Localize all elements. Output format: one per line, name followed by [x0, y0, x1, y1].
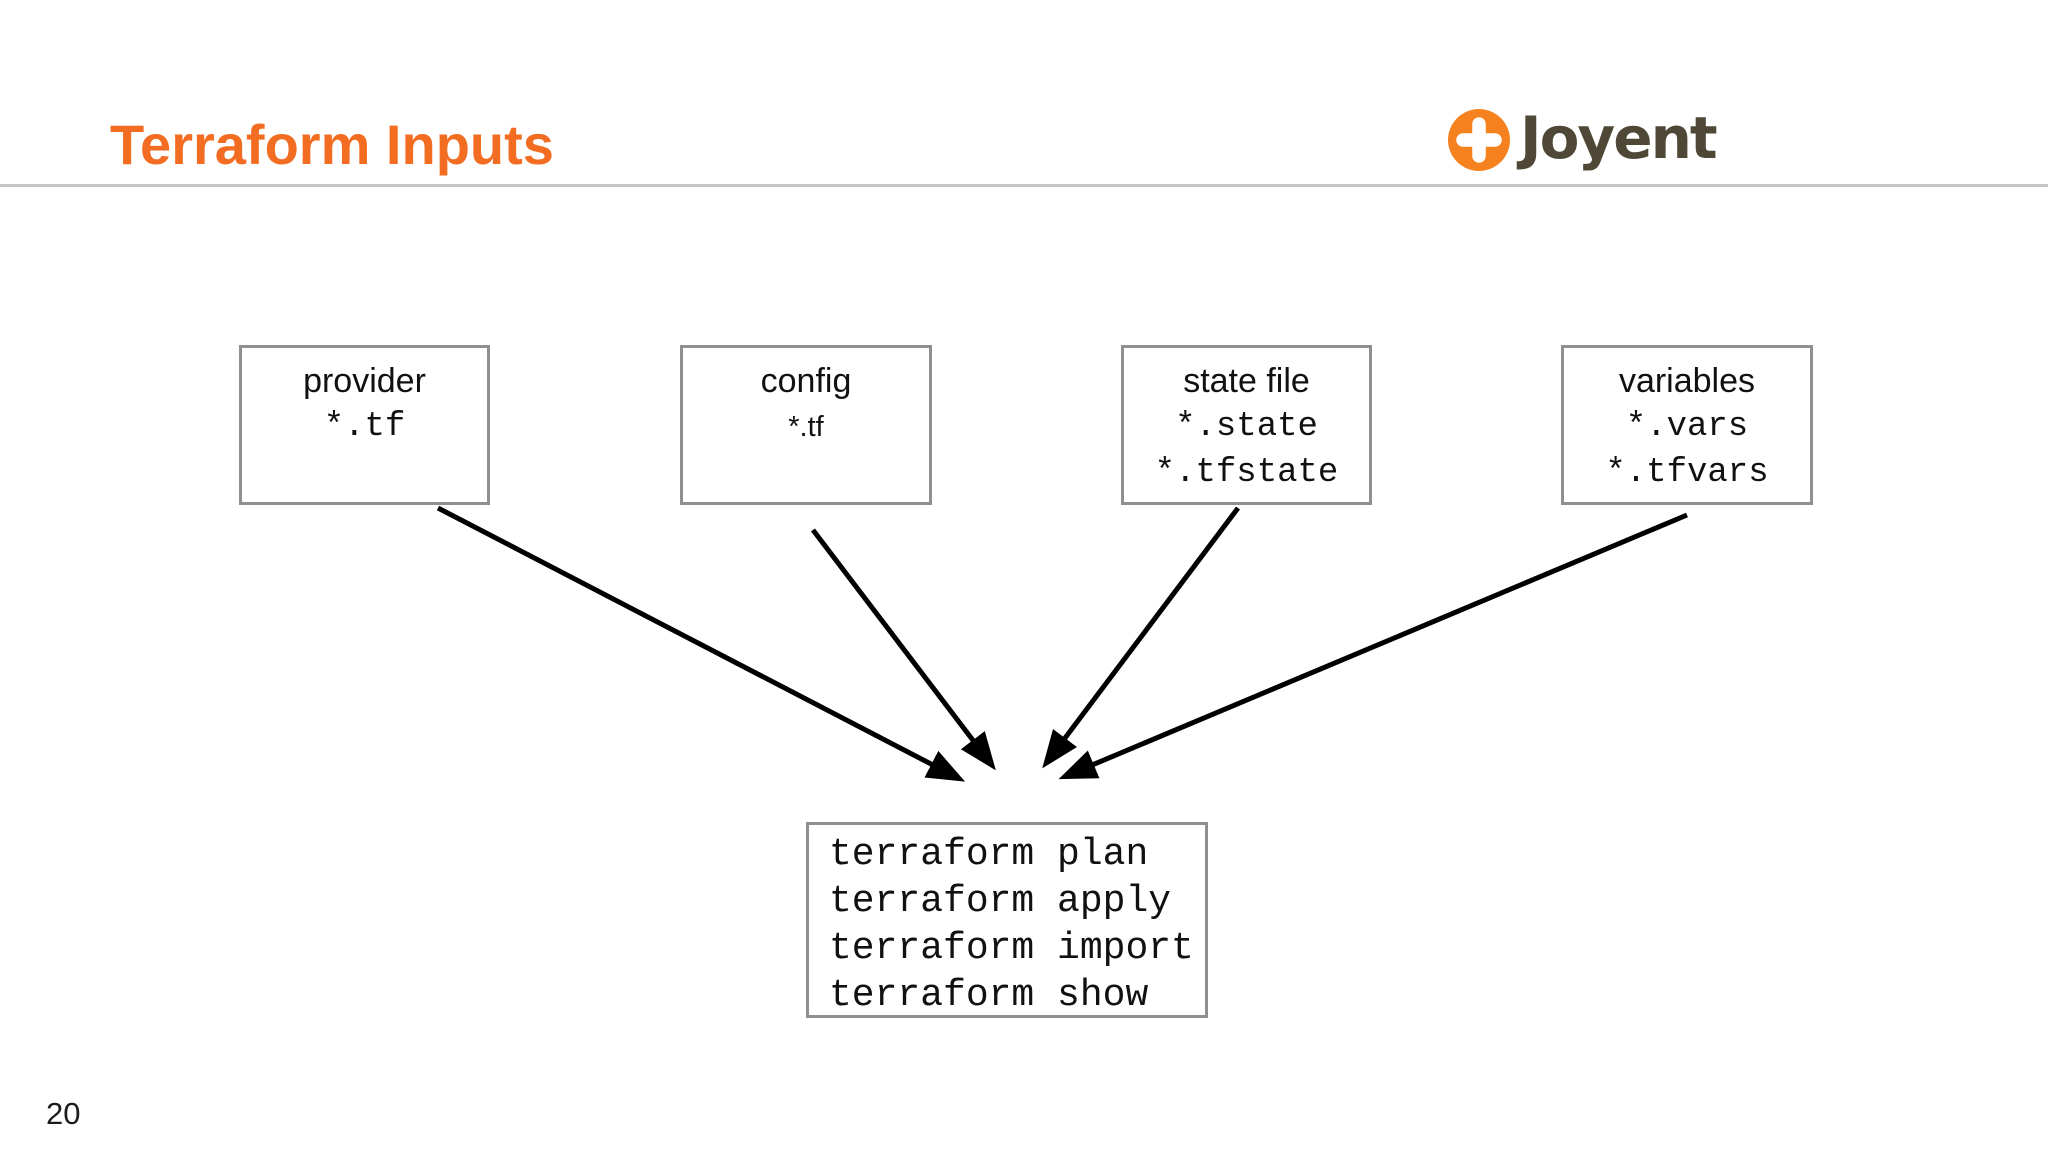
file-pattern: *.state: [1175, 408, 1318, 446]
header-divider: [0, 184, 2048, 187]
box-label: config: [760, 362, 852, 400]
joyent-plus-icon: [1448, 109, 1510, 171]
arrow-config-to-commands: [811, 528, 996, 771]
box-label: state file: [1183, 362, 1310, 400]
arrow-provider-to-commands: [436, 505, 966, 782]
command-line: terraform import: [829, 927, 1194, 970]
file-pattern: *.vars: [1625, 408, 1749, 446]
file-pattern: *.tfvars: [1605, 454, 1769, 492]
command-line: terraform apply: [829, 880, 1172, 923]
joyent-logo: Joyent: [1448, 104, 1718, 172]
box-label: variables: [1618, 362, 1756, 400]
box-label: provider: [303, 362, 426, 400]
input-box-state-file: state file *.state *.tfstate: [1121, 345, 1372, 505]
file-pattern: *.tf: [788, 411, 824, 443]
command-line: terraform plan: [829, 833, 1149, 876]
input-box-variables: variables *.vars *.tfvars: [1561, 345, 1813, 505]
page-number: 20: [46, 1096, 81, 1131]
joyent-wordmark: Joyent: [1520, 104, 1718, 172]
terraform-commands-box: terraform plan terraform apply terraform…: [806, 822, 1208, 1018]
file-pattern: *.tfstate: [1154, 454, 1339, 492]
file-pattern: *.tf: [323, 408, 406, 446]
page-title: Terraform Inputs: [110, 113, 554, 176]
input-box-config: config *.tf: [680, 345, 932, 505]
input-box-provider: provider *.tf: [239, 345, 490, 505]
command-line: terraform show: [829, 974, 1149, 1017]
arrow-variables-to-commands: [1058, 512, 1688, 780]
arrow-statefile-to-commands: [1042, 506, 1240, 769]
